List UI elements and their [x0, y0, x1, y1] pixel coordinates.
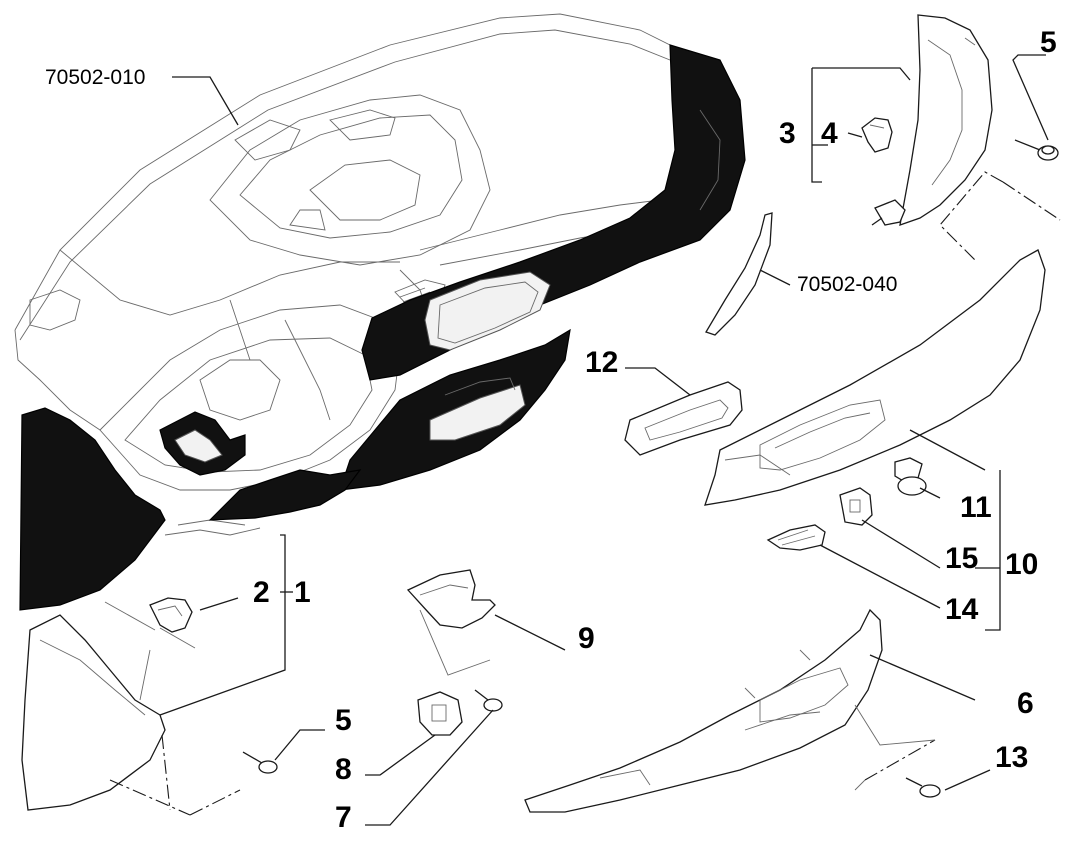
label-1: 1 [294, 576, 311, 609]
label-8: 8 [335, 753, 352, 786]
label-5-top: 5 [1040, 26, 1057, 59]
label-12: 12 [585, 346, 618, 379]
part-9-small-cover [406, 569, 496, 629]
lower-left-knee-panel [159, 411, 362, 521]
label-2: 2 [253, 576, 270, 609]
part-1-left-end-cover [21, 614, 166, 811]
label-5-bottom: 5 [335, 704, 352, 737]
label-11: 11 [960, 491, 992, 524]
label-3: 3 [779, 117, 796, 150]
label-9: 9 [578, 622, 595, 655]
label-15: 15 [945, 542, 978, 575]
left-side-panel-dark [19, 407, 166, 611]
label-14: 14 [945, 593, 979, 626]
part-14-bracket [766, 524, 826, 551]
part-13-screw [905, 777, 941, 798]
ref-dashboard-label: 70502-010 [45, 66, 145, 89]
label-4: 4 [821, 117, 838, 150]
part-6-lower-console-trim [524, 608, 883, 813]
part-number-labels: 70502-010 70502-040 5 3 4 12 11 15 10 14… [45, 26, 1057, 834]
label-10: 10 [1005, 548, 1038, 581]
assembly-center-lines [109, 171, 1061, 816]
center-lower-panel [339, 328, 571, 491]
part-8-clip [417, 691, 463, 736]
thin-trim-strip [705, 212, 773, 336]
dashboard-assembly [14, 13, 701, 536]
part-11-push-pin [894, 457, 927, 496]
label-13: 13 [995, 741, 1028, 774]
part-4-clip [861, 117, 893, 153]
part-15-clip [839, 487, 873, 526]
part-7-screw [474, 689, 503, 712]
part-12-small-tray [624, 381, 743, 456]
ref-trim-strip-label: 70502-040 [797, 273, 897, 296]
upper-dashboard-trim [361, 44, 746, 381]
label-7: 7 [335, 801, 352, 834]
part-3-right-end-cover [871, 14, 993, 226]
part-5-screw-bottom [242, 751, 278, 774]
part-10-passenger-trim-panel [704, 249, 1046, 506]
label-6: 6 [1017, 687, 1034, 720]
part-2-clip [149, 597, 193, 633]
leader-lines [104, 54, 1049, 826]
part-5-screw-top [1014, 139, 1059, 161]
